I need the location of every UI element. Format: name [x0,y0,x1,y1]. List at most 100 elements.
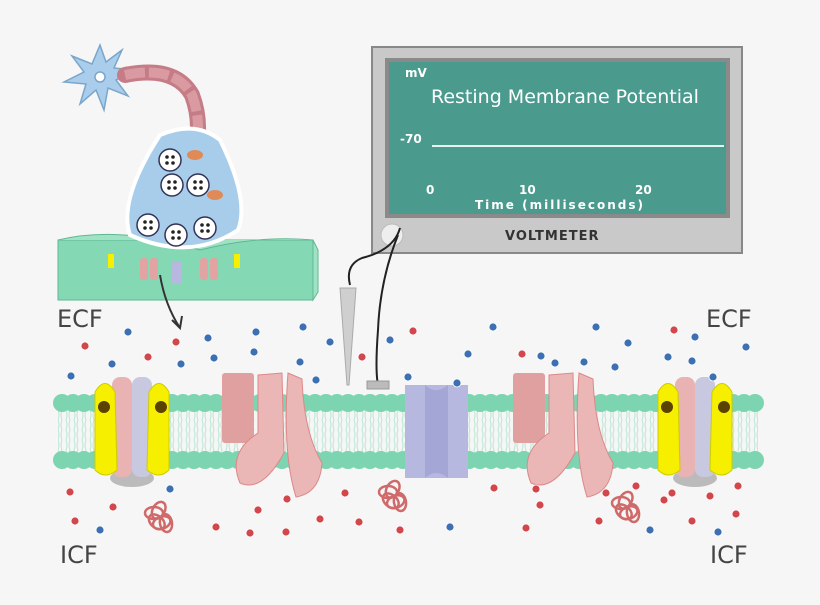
sodium-ion [517,349,527,359]
potassium-ion [713,527,723,537]
sodium-ion [340,488,350,498]
potassium-ion [663,352,673,362]
sodium-ion [601,488,611,498]
potassium-ion [107,359,117,369]
sodium-ion [171,337,181,347]
sodium-potassium-pump [657,377,733,487]
x-axis-label: Time (milliseconds) [475,198,645,212]
sodium-ion [80,341,90,351]
icf-label-left: ICF [60,541,98,569]
electrode-wire [347,227,401,386]
sodium-ion [408,326,418,336]
sodium-ion [143,352,153,362]
synaptic-vesicles [136,148,223,247]
potassium-ion [645,525,655,535]
y-unit-label: mV [405,66,427,80]
ecf-label-right: ECF [706,305,752,333]
sodium-ion [253,505,263,515]
potassium-ion [579,357,589,367]
potassium-ion [403,372,413,382]
reference-electrode [366,380,390,390]
potassium-ion [325,337,335,347]
potassium-ion [123,327,133,337]
sodium-ion [531,484,541,494]
sodium-ion [70,516,80,526]
sodium-ion [357,352,367,362]
zoom-arrow [159,274,183,331]
sodium-ion [631,481,641,491]
intracellular-protein [377,479,408,513]
potassium-ion [385,335,395,345]
potassium-ion [251,327,261,337]
phospholipid-head [746,394,764,412]
recording-electrode [339,287,357,386]
sodium-ion [282,494,292,504]
potassium-ion [295,357,305,367]
sodium-ion [535,500,545,510]
intracellular-protein [143,500,174,534]
voltmeter-label: VOLTMETER [505,229,600,244]
potassium-ion [690,332,700,342]
vesicle [158,148,182,172]
sodium-potassium-pump [94,377,170,487]
dendrite-cell-body [61,42,137,113]
sodium-ion [687,516,697,526]
vesicle [186,173,210,197]
potassium-ion [687,356,697,366]
potassium-ion [165,484,175,494]
x-tick-label: 20 [635,183,652,197]
potassium-ion [610,362,620,372]
potassium-ion [591,322,601,332]
potassium-ion [298,322,308,332]
potassium-ion [66,371,76,381]
sodium-ion [315,514,325,524]
sodium-ion [65,487,75,497]
voltage-gated-channel-right [513,372,614,498]
potassium-ion [536,351,546,361]
potassium-ion [311,375,321,385]
sodium-ion [281,527,291,537]
synaptic-cleft-tissue [57,239,314,301]
potassium-ion [741,342,751,352]
vesicle [136,213,160,237]
potassium-ion [452,378,462,388]
voltmeter-screen [389,62,726,214]
voltage-gated-channel-left [222,372,323,498]
potassium-ion [176,359,186,369]
voltmeter [371,46,743,254]
phospholipid-head [746,451,764,469]
sodium-ion [731,509,741,519]
y-tick-label: -70 [400,132,422,146]
potassium-ion [445,522,455,532]
intracellular-protein [610,490,641,524]
sodium-ion [667,488,677,498]
sodium-ion [354,517,364,527]
potassium-ion [623,338,633,348]
sodium-ion [733,481,743,491]
potassium-ion [488,322,498,332]
icf-label-right: ICF [710,541,748,569]
sodium-ion [659,495,669,505]
sodium-ion [108,502,118,512]
leak-channel [405,385,468,478]
vesicle [193,216,217,240]
receptors [108,254,240,284]
ecf-label-left: ECF [57,305,103,333]
vesicle [164,223,188,247]
potassium-ion [249,347,259,357]
mitochondrion [207,190,223,200]
sodium-ion [669,325,679,335]
potassium-ion [708,372,718,382]
mitochondrion [187,150,203,160]
sodium-ion [705,491,715,501]
sodium-ion [245,528,255,538]
x-tick-label: 0 [426,183,435,197]
potassium-ion [209,353,219,363]
sodium-ion [395,525,405,535]
sodium-ion [489,483,499,493]
potassium-ion [463,349,473,359]
potassium-ion [203,333,213,343]
vesicle [160,173,184,197]
potassium-ion [550,358,560,368]
